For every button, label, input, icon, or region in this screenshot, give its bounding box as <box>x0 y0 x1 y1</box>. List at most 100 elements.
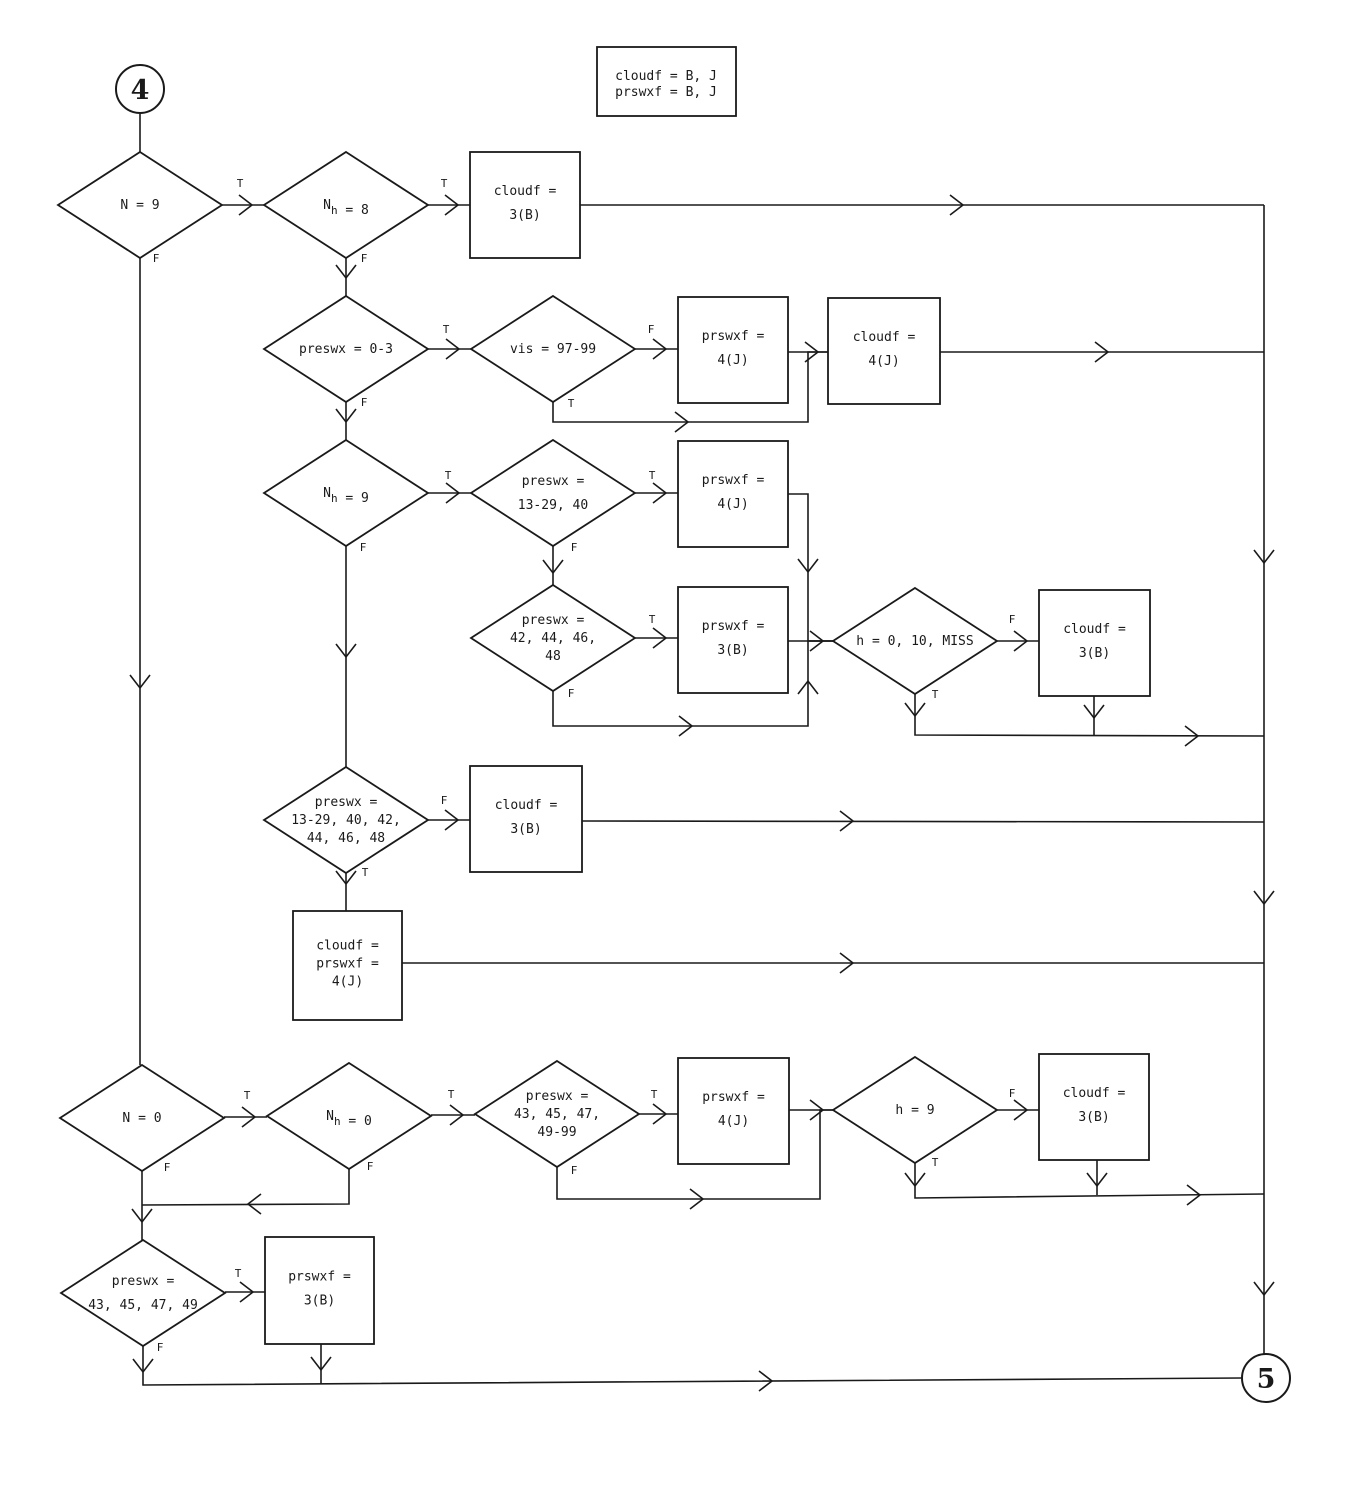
decision-diamond <box>262 294 430 404</box>
process-b-c3b-4-text-line: 3(B) <box>1078 1110 1109 1125</box>
edge-line <box>914 694 1265 737</box>
edge-arrowhead <box>652 1103 668 1125</box>
decision-diamond <box>59 1238 227 1348</box>
process-b-p3b-1-text-line: 3(B) <box>717 643 748 658</box>
process-b-c4j-1: cloudf =4(J) <box>827 297 941 405</box>
decision-d-pw4349-text-line: 43, 45, 47, 49 <box>88 1298 198 1313</box>
process-b-p4j-3-text-line-part: 4(J) <box>718 1114 749 1129</box>
return-line-arrow <box>1253 1281 1275 1297</box>
process-b-c4j-1-text-line-part: 4(J) <box>868 354 899 369</box>
decision-d-pw1329-text-line-part: preswx = <box>522 474 585 489</box>
edge-arrowhead <box>129 674 151 690</box>
edge-arrowhead <box>652 627 668 649</box>
process-b-c3b-2-text-line: cloudf = <box>1063 622 1126 637</box>
edge-arrowhead <box>1083 704 1105 720</box>
decision-d-pw03-text-line: preswx = 0-3 <box>299 342 393 357</box>
decision-d-pw03-text-line-part: preswx = 0-3 <box>299 342 393 357</box>
process-b-c3b-1: cloudf = 3(B) <box>469 151 581 259</box>
process-b-p4j-1-text-line: prswxf = <box>702 329 765 344</box>
process-b-c3b-1-text-line: cloudf = <box>494 184 557 199</box>
decision-diamond <box>262 765 430 875</box>
edge-arrowhead <box>246 1193 262 1215</box>
process-box <box>1038 1053 1150 1161</box>
edge-arrowhead <box>674 411 690 433</box>
edge-d_pw1329-to-d_pw4248: F <box>552 541 577 585</box>
decision-d-nh9-text-line-part: = 9 <box>338 491 369 506</box>
edge-b_c3b_3-to-end <box>581 820 1265 823</box>
process-b-p4j-3-text-line: prswxf = <box>702 1090 765 1105</box>
decision-diamond <box>469 438 637 548</box>
connector-circle <box>1241 1353 1291 1403</box>
decision-d-pw4248-text-line-part: 42, 44, 46, <box>510 631 596 646</box>
decision-d-pw1329-text-line: preswx = <box>522 474 585 489</box>
decision-d-n0: N = 0 <box>58 1063 226 1173</box>
decision-d-nh8-text-line-part: N <box>323 198 331 213</box>
decision-diamond <box>469 583 637 693</box>
edge-arrowhead <box>1086 1172 1108 1188</box>
process-box <box>677 1057 790 1165</box>
process-b-p4j-3-text-line-part: prswxf = <box>702 1090 765 1105</box>
legend-box-frame <box>596 46 737 117</box>
edge-arrowhead <box>335 264 357 280</box>
decision-diamond <box>262 438 430 548</box>
process-b-cp4j: cloudf =prswxf =4(J) <box>292 910 403 1021</box>
process-b-c3b-3-text-line-part: cloudf = <box>495 798 558 813</box>
decision-d-pwall-text-line: preswx = <box>315 795 378 810</box>
process-b-c4j-1-text-line: 4(J) <box>868 354 899 369</box>
edge-arrowhead <box>758 1370 774 1392</box>
decision-d-nh9-text-line-subscript: h <box>331 492 338 505</box>
edge-label: T <box>649 613 656 626</box>
edge-d_pw03-to-d_vis: T <box>428 323 471 350</box>
edge-arrowhead <box>1186 1184 1202 1206</box>
process-b-p3b-1-text-line-part: prswxf = <box>702 619 765 634</box>
edge-label: F <box>1009 613 1016 626</box>
decision-d-h9-text-line: h = 9 <box>895 1103 934 1118</box>
decision-d-nh0-text-line-part: = 0 <box>341 1114 372 1129</box>
decision-d-pw4248-text-line-part: 48 <box>545 649 561 664</box>
edge-d_n9-to-d_nh8: T <box>222 177 264 206</box>
edge-arrowhead <box>335 870 357 886</box>
edge-arrowhead <box>335 408 357 424</box>
edge-d_pw4399-to-b_p4j_3: T <box>639 1088 678 1115</box>
edge-arrowhead <box>1013 1099 1029 1121</box>
decision-d-pwall-text-line: 13-29, 40, 42, <box>291 813 401 828</box>
edge-arrowhead <box>239 1281 255 1303</box>
decision-d-pw4248-text-line: 48 <box>545 649 561 664</box>
process-b-c3b-1-text-line: 3(B) <box>509 208 540 223</box>
edge-d_pw4248-to-b_p3b_1: T <box>635 613 678 639</box>
decision-d-pwall-text-line-part: 44, 46, 48 <box>307 831 385 846</box>
process-b-p3b-2-text-line-part: 3(B) <box>304 1294 335 1309</box>
process-box <box>677 296 789 404</box>
edge-arrowhead <box>131 1208 153 1224</box>
process-b-p3b-2-text-line-part: prswxf = <box>288 1270 351 1285</box>
connector-label: 5 <box>1257 1364 1276 1395</box>
decision-d-pw4248-text-line-part: preswx = <box>522 613 585 628</box>
process-b-c3b-3: cloudf =3(B) <box>469 765 583 873</box>
process-b-c3b-4-text-line-part: 3(B) <box>1078 1110 1109 1125</box>
edge-d_nh0-to-d_pw4349: F <box>141 1160 373 1206</box>
decision-d-nh8-text-line-subscript: h <box>331 204 338 217</box>
decision-d-nh9-text-line: Nh = 9 <box>323 486 369 506</box>
process-b-c3b-1-text-line-part: cloudf = <box>494 184 557 199</box>
decision-d-nh8-text-line: Nh = 8 <box>323 198 369 218</box>
edge-arrowhead <box>689 1188 705 1210</box>
process-box <box>677 440 789 548</box>
edge-arrowhead <box>904 702 926 718</box>
edge-label: F <box>1009 1087 1016 1100</box>
decision-d-pwall: preswx = 13-29, 40, 42, 44, 46, 48 <box>262 765 430 875</box>
edge-label: T <box>362 866 369 879</box>
process-b-c3b-2-text-line-part: cloudf = <box>1063 622 1126 637</box>
edge-arrowhead <box>241 1106 257 1128</box>
decision-d-pw4399-text-line-part: 43, 45, 47, <box>514 1107 600 1122</box>
decision-d-n0-text-line: N = 0 <box>122 1111 161 1126</box>
edge-label: T <box>932 688 939 701</box>
decision-d-nh8-text-line-part: = 8 <box>338 203 369 218</box>
edge-label: T <box>448 1088 455 1101</box>
process-b-p3b-1: prswxf = 3(B) <box>677 586 789 694</box>
decision-d-h010: h = 0, 10, MISS <box>831 586 999 696</box>
edge-d_h9-to-end: T <box>914 1156 1265 1199</box>
edge-arrowhead <box>678 715 694 737</box>
process-box <box>1038 589 1151 697</box>
edge-label: F <box>571 1164 578 1177</box>
